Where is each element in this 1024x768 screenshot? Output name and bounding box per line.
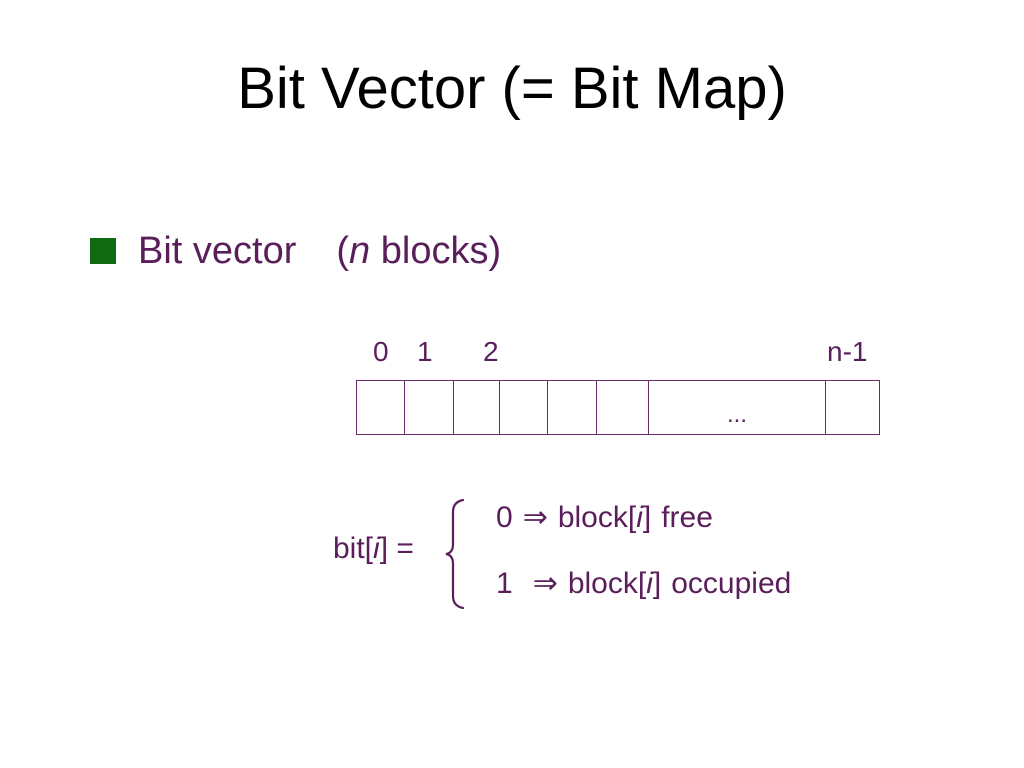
slide-title: Bit Vector (= Bit Map) — [237, 56, 787, 121]
index-label-2: 2 — [483, 336, 499, 367]
bit-cell — [548, 381, 598, 434]
case-occupied-state: occupied — [671, 567, 792, 600]
implies-arrow-icon: ⇒ — [532, 567, 558, 600]
bit-cell-ellipsis: ... — [649, 381, 827, 434]
bullet-square-icon — [90, 238, 116, 264]
implies-arrow-icon: ⇒ — [522, 501, 548, 534]
bit-cell — [597, 381, 649, 434]
index-label-last: n-1 — [827, 336, 868, 367]
bullet-n-variable: n — [349, 229, 371, 272]
case-free-variable: i — [636, 501, 643, 534]
left-brace-icon — [445, 498, 465, 610]
formula-case-free: 0 ⇒ block[i] free — [496, 500, 713, 535]
bullet-paren-rest: blocks) — [370, 229, 502, 272]
index-label-1: 1 — [417, 336, 433, 367]
bit-cell — [500, 381, 549, 434]
case-occupied-variable: i — [646, 567, 653, 600]
bullet-label: Bit vector — [138, 229, 297, 272]
case-occupied-value: 1 — [496, 567, 513, 600]
bullet-item: Bit vector ( n blocks) — [90, 228, 501, 274]
lhs-variable: i — [373, 532, 380, 565]
ellipsis-text: ... — [727, 401, 748, 428]
bullet-paren-open: ( — [336, 229, 350, 272]
bit-cell — [454, 381, 501, 434]
bit-cell — [357, 381, 405, 434]
bit-cell-last — [826, 381, 879, 434]
bit-formula: bit[i] = 0⇒block[i]free 1⇒block[i]occupi… — [333, 496, 893, 616]
index-labels: 0 1 2 n-1 — [0, 336, 1024, 370]
case-occupied-block-prefix: block[ — [567, 567, 647, 600]
bit-vector-diagram: ... — [356, 380, 880, 435]
case-free-block-suffix: ] — [642, 501, 652, 534]
lhs-prefix: bit[ — [333, 532, 374, 565]
formula-lhs: bit[i] = — [333, 532, 414, 566]
case-occupied-block-suffix: ] — [652, 567, 662, 600]
formula-case-occupied: 1 ⇒ block[i] occupied — [496, 566, 791, 601]
case-free-value: 0 — [496, 501, 513, 534]
index-label-0: 0 — [373, 336, 389, 367]
case-free-block-prefix: block[ — [557, 501, 637, 534]
case-free-state: free — [661, 501, 713, 534]
lhs-suffix: ] = — [379, 532, 414, 565]
bit-cell — [405, 381, 454, 434]
